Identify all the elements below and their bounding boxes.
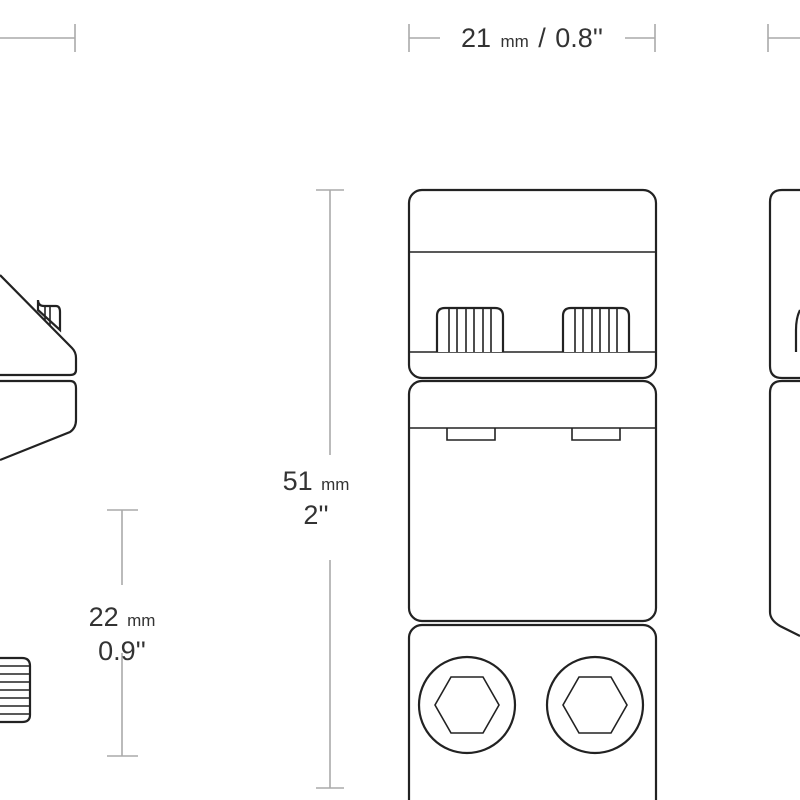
depth-mm-value: 22 (89, 602, 119, 632)
left-screw-icon (417, 655, 517, 755)
left-knob-icon (435, 306, 505, 352)
height-mm-value: 51 (283, 466, 313, 496)
width-separator: / (538, 23, 546, 53)
depth-mm-unit: mm (127, 611, 155, 630)
width-mm-value: 21 (461, 23, 491, 53)
right-knob-icon (561, 306, 631, 352)
width-dimension: 21 mm / 0.8'' (0, 23, 800, 53)
svg-text:21 mm / 0.8': 21 mm / 0.8'' (461, 23, 603, 53)
height-mm-unit: mm (321, 475, 349, 494)
height-inch-value: 2'' (303, 500, 328, 530)
front-view-mount (407, 188, 658, 800)
right-view-mount (768, 188, 800, 637)
depth-dimension: 22 mm 0.9'' (89, 509, 156, 757)
right-screw-icon (545, 655, 645, 755)
svg-text:51 mm: 51 mm (283, 466, 350, 496)
width-mm-unit: mm (500, 32, 528, 51)
svg-text:22 mm: 22 mm (89, 602, 156, 632)
depth-inch-value: 0.9'' (98, 636, 146, 666)
side-knob-ridges (0, 665, 30, 715)
side-view-mount (0, 274, 78, 724)
middle-block (407, 379, 658, 623)
width-inch-value: 0.8'' (555, 23, 603, 53)
height-dimension: 51 mm 2'' (283, 189, 350, 789)
